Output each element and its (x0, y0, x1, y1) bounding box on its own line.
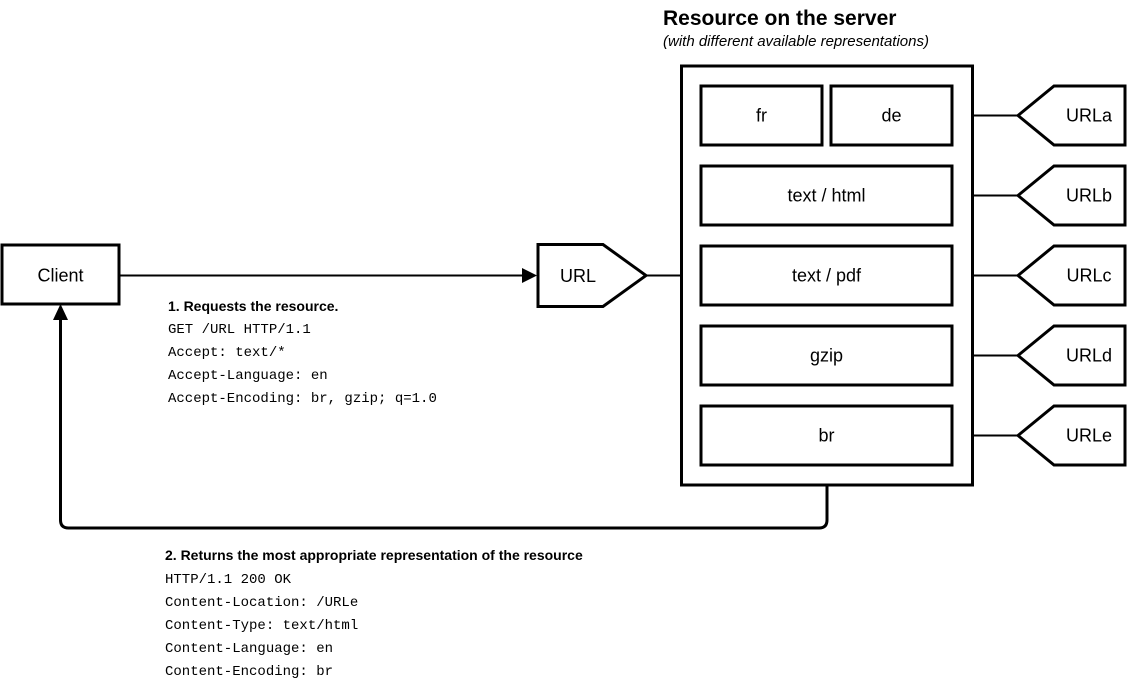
representation-label-gzip: gzip (810, 346, 843, 366)
url-tag-a-shape (1015, 84, 1127, 147)
representation-label-de: de (881, 106, 901, 126)
response-line-4: Content-Language: en (165, 641, 333, 657)
request-line-1: GET /URL HTTP/1.1 (168, 322, 311, 338)
request-heading: 1. Requests the resource. (168, 298, 338, 314)
url-tag-e-shape (1015, 404, 1127, 467)
client-label: Client (37, 266, 83, 286)
response-arrowhead (53, 304, 68, 320)
representation-label-pdf: text / pdf (792, 266, 862, 286)
response-heading: 2. Returns the most appropriate represen… (165, 547, 583, 563)
url-tag-c-label: URLc (1066, 266, 1111, 286)
representation-box-br (699, 404, 954, 467)
representation-label-html: text / html (787, 186, 865, 206)
representation-box-gzip (699, 324, 954, 387)
response-arrow-path (59, 307, 829, 530)
representation-box-pdf (699, 244, 954, 307)
request-line-3: Accept-Language: en (168, 368, 328, 384)
client-box (0, 243, 121, 306)
url-tag-b-label: URLb (1066, 186, 1112, 206)
server-title: Resource on the server (663, 7, 896, 30)
url-tag-shape (536, 243, 649, 308)
url-tag-c-shape (1015, 244, 1127, 307)
representation-box-fr (699, 84, 824, 147)
url-tag-e-label: URLe (1066, 426, 1112, 446)
representation-box-html (699, 164, 954, 227)
url-tag-label: URL (560, 266, 596, 286)
request-line-2: Accept: text/* (168, 345, 286, 361)
url-tag-d-label: URLd (1066, 346, 1112, 366)
response-line-1: HTTP/1.1 200 OK (165, 572, 292, 588)
response-line-3: Content-Type: text/html (165, 618, 358, 634)
request-arrowhead (522, 268, 537, 283)
server-subtitle: (with different available representation… (663, 33, 929, 50)
request-line-4: Accept-Encoding: br, gzip; q=1.0 (168, 391, 437, 407)
representation-label-fr: fr (756, 106, 767, 126)
url-tag-d-shape (1015, 324, 1127, 387)
url-tag-a-label: URLa (1066, 106, 1113, 126)
response-line-5: Content-Encoding: br (165, 664, 333, 679)
representation-label-br: br (818, 426, 834, 446)
url-tag-b-shape (1015, 164, 1127, 227)
response-line-2: Content-Location: /URLe (165, 595, 358, 611)
representation-box-de (829, 84, 954, 147)
